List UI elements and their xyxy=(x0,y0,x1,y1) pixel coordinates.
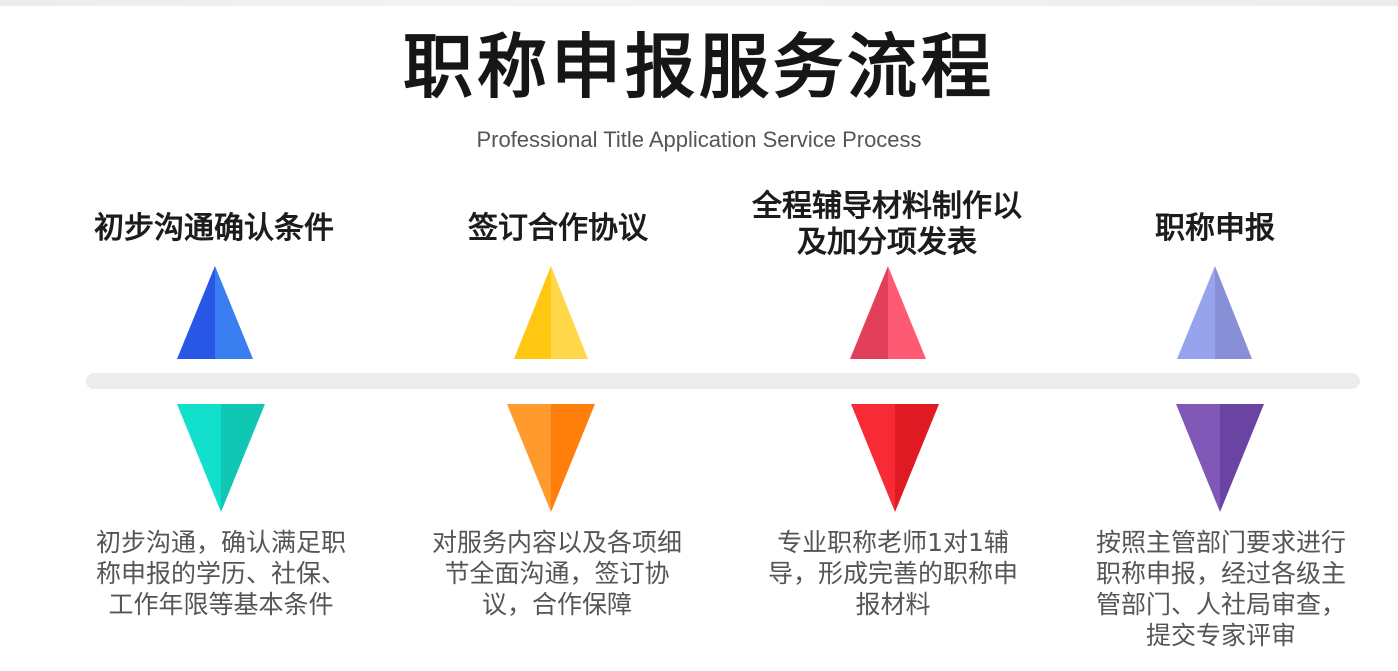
timeline-bar xyxy=(86,373,1360,389)
step-4-down-left xyxy=(1176,404,1220,512)
step-3-title: 全程辅导材料制作以及加分项发表 xyxy=(752,189,1022,260)
step-2-down-left xyxy=(507,404,551,512)
page-title: 职称申报服务流程 xyxy=(403,26,995,108)
step-2-down-triangle xyxy=(507,404,595,512)
step-2-title: 签订合作协议 xyxy=(468,211,648,246)
step-2-down-right xyxy=(551,404,595,512)
step-1-down-left xyxy=(177,404,221,512)
step-1-up-triangle xyxy=(177,266,253,359)
step-3-description: 专业职称老师1对1辅导，形成完善的职称申报材料 xyxy=(768,528,1019,619)
step-1-up-left xyxy=(177,266,215,359)
step-4-up-left xyxy=(1177,266,1215,359)
page-subtitle: Professional Title Application Service P… xyxy=(476,127,922,152)
step-4-title: 职称申报 xyxy=(1155,211,1275,246)
step-3-down-triangle xyxy=(851,404,939,512)
step-3-up-left xyxy=(850,266,888,359)
step-1-title: 初步沟通确认条件 xyxy=(94,211,334,246)
step-3-up-triangle xyxy=(850,266,926,359)
step-3-down-right xyxy=(895,404,939,512)
step-4-description: 按照主管部门要求进行职称申报，经过各级主管部门、人社局审查，提交专家评审 xyxy=(1095,528,1346,650)
step-2-up-left xyxy=(514,266,551,359)
step-4-down-triangle xyxy=(1176,404,1264,512)
step-2-up-right xyxy=(551,266,588,359)
step-2-description: 对服务内容以及各项细节全面沟通，签订协议，合作保障 xyxy=(432,528,683,619)
top-strip xyxy=(0,0,1398,6)
step-1-down-triangle xyxy=(177,404,265,512)
step-1-up-right xyxy=(215,266,253,359)
step-1-description: 初步沟通，确认满足职称申报的学历、社保、工作年限等基本条件 xyxy=(96,528,347,619)
step-4-up-triangle xyxy=(1177,266,1252,359)
step-3-up-right xyxy=(888,266,926,359)
step-4-up-right xyxy=(1215,266,1252,359)
step-4-down-right xyxy=(1220,404,1264,512)
step-2-up-triangle xyxy=(514,266,588,359)
step-3-down-left xyxy=(851,404,895,512)
step-1-down-right xyxy=(221,404,265,512)
